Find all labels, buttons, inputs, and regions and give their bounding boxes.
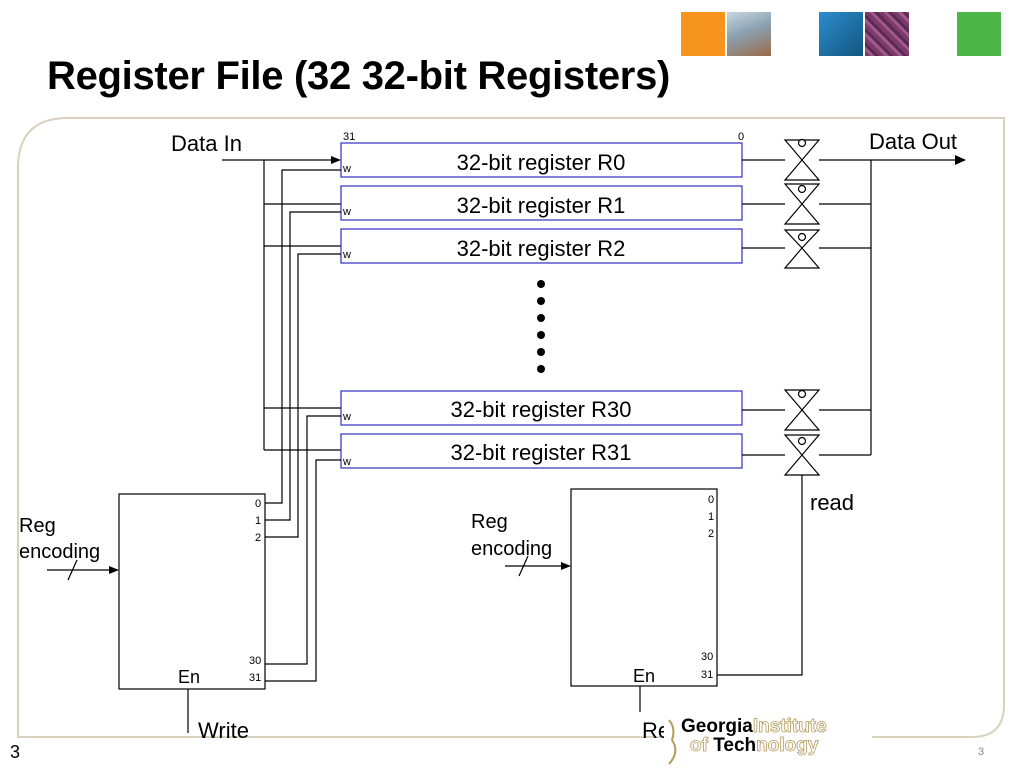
svg-text:GeorgiaInstitute: GeorgiaInstitute	[681, 716, 827, 737]
tristate-buffer-r1	[783, 183, 821, 225]
register-r2-w: w	[342, 249, 351, 261]
write-decoder-out-2: 2	[255, 532, 261, 544]
register-r2: 32-bit register R2 w	[340, 228, 743, 264]
write-decoder-out-31: 31	[249, 672, 261, 684]
logo-tech: Tech	[713, 735, 756, 756]
read-decoder-input	[505, 475, 803, 712]
svg-text:of Technology: of Technology	[690, 735, 819, 756]
read-decoder-out-1: 1	[708, 511, 714, 523]
write-decoder-en: En	[178, 667, 200, 687]
content-frame	[17, 117, 1005, 738]
write-decoder-out-0: 0	[255, 498, 261, 510]
decor-square-orange	[681, 12, 725, 56]
register-r30-w: w	[342, 411, 351, 423]
tristate-buffer-r30	[783, 389, 821, 431]
data-out-arrow	[955, 155, 966, 165]
register-r0: 32-bit register R0 w	[340, 142, 743, 178]
logo-of: of	[690, 735, 713, 756]
slide-number-right: 3	[978, 746, 985, 758]
write-enable-wiring	[265, 169, 341, 682]
register-r31-w: w	[342, 456, 351, 468]
write-decoder-input-label-2: encoding	[19, 541, 100, 563]
tristate-buffer-r0	[783, 138, 821, 181]
decor-square-photo-campus	[727, 12, 771, 56]
register-r0-w: w	[342, 163, 351, 175]
slide-title: Register File (32 32-bit Registers)	[47, 54, 671, 98]
register-r30: 32-bit register R30 w	[340, 390, 743, 426]
bit-high-label: 31	[343, 131, 355, 143]
read-decoder-input-label-1: Reg	[471, 511, 508, 533]
register-r31: 32-bit register R31 w	[340, 433, 743, 469]
write-decoder-out-1: 1	[255, 515, 261, 527]
data-in-label: Data In	[171, 131, 242, 156]
decor-square-green	[957, 12, 1001, 56]
logo-georgia: Georgia	[681, 716, 753, 737]
write-decoder-out-30: 30	[249, 655, 261, 667]
bit-low-label: 0	[738, 131, 744, 143]
register-r1: 32-bit register R1 w	[340, 185, 743, 221]
read-decoder-input-label-2: encoding	[471, 538, 552, 560]
register-r30-label: 32-bit register R30	[451, 397, 632, 422]
register-r1-w: w	[342, 206, 351, 218]
write-decoder-input-label-1: Reg	[19, 515, 56, 537]
logo-flame-icon	[668, 719, 677, 765]
data-out-label: Data Out	[869, 129, 957, 154]
tristate-buffer-r31	[783, 434, 821, 476]
read-decoder-out-31: 31	[701, 669, 713, 681]
write-control-label: Write	[198, 718, 249, 743]
logo-nology: nology	[756, 735, 819, 756]
register-r1-label: 32-bit register R1	[457, 193, 626, 218]
data-in-bus	[222, 156, 341, 451]
read-decoder-en: En	[633, 666, 655, 686]
georgia-tech-logo: GeorgiaInstitute of Technology	[664, 712, 872, 765]
tristate-buffer-r2	[783, 229, 821, 269]
read-decoder-out-0: 0	[708, 494, 714, 506]
read-signal-label: read	[810, 490, 854, 515]
register-r0-label: 32-bit register R0	[457, 150, 626, 175]
logo-institute: Institute	[753, 716, 827, 737]
read-decoder-out-30: 30	[701, 651, 713, 663]
read-decoder-box	[570, 488, 718, 687]
write-decoder-input	[47, 559, 189, 733]
write-decoder-box	[118, 493, 266, 690]
decor-square-blue	[819, 12, 863, 56]
decor-square-photo-chip	[865, 12, 909, 56]
read-decoder-out-2: 2	[708, 528, 714, 540]
ellipsis-dots	[537, 280, 545, 373]
register-r2-label: 32-bit register R2	[457, 236, 626, 261]
slide-number-left: 3	[10, 742, 21, 762]
output-wiring	[742, 159, 956, 456]
register-r31-label: 32-bit register R31	[451, 440, 632, 465]
